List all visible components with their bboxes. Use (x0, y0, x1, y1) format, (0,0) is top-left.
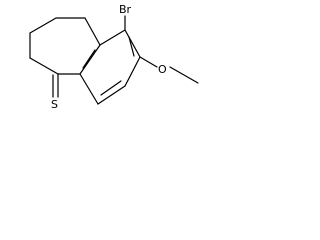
molecule-structure: Br O S (29, 3, 199, 111)
molecule-canvas: Br O S (0, 0, 210, 120)
saturated-ring-bonds (29, 17, 101, 75)
aromatic-ring-bonds (57, 29, 141, 105)
double-bond-c7-c8 (100, 80, 122, 96)
thione-bond (52, 73, 59, 98)
bond-c6-o (139, 56, 158, 68)
bond-c3-c4a (84, 17, 101, 46)
oxygen-label: O (158, 63, 167, 76)
methoxy-bonds (139, 56, 199, 84)
bond-c1-c2 (29, 17, 57, 34)
bond-c5-c6 (124, 29, 141, 58)
double-bond-c4a-c8a (82, 49, 96, 69)
bromine-label: Br (119, 3, 132, 16)
bond-c8-c8a (79, 73, 99, 105)
sulfur-label: S (51, 98, 58, 111)
bond-o-ch3 (169, 66, 199, 84)
double-bond-c5-c6 (128, 36, 135, 57)
bond-c4a-c5 (99, 29, 126, 46)
bond-c9-c8a (29, 57, 59, 75)
bond-c4a-c8a (79, 44, 101, 75)
bond-c6-c7 (124, 56, 141, 87)
bond-c7-c8 (97, 85, 126, 105)
